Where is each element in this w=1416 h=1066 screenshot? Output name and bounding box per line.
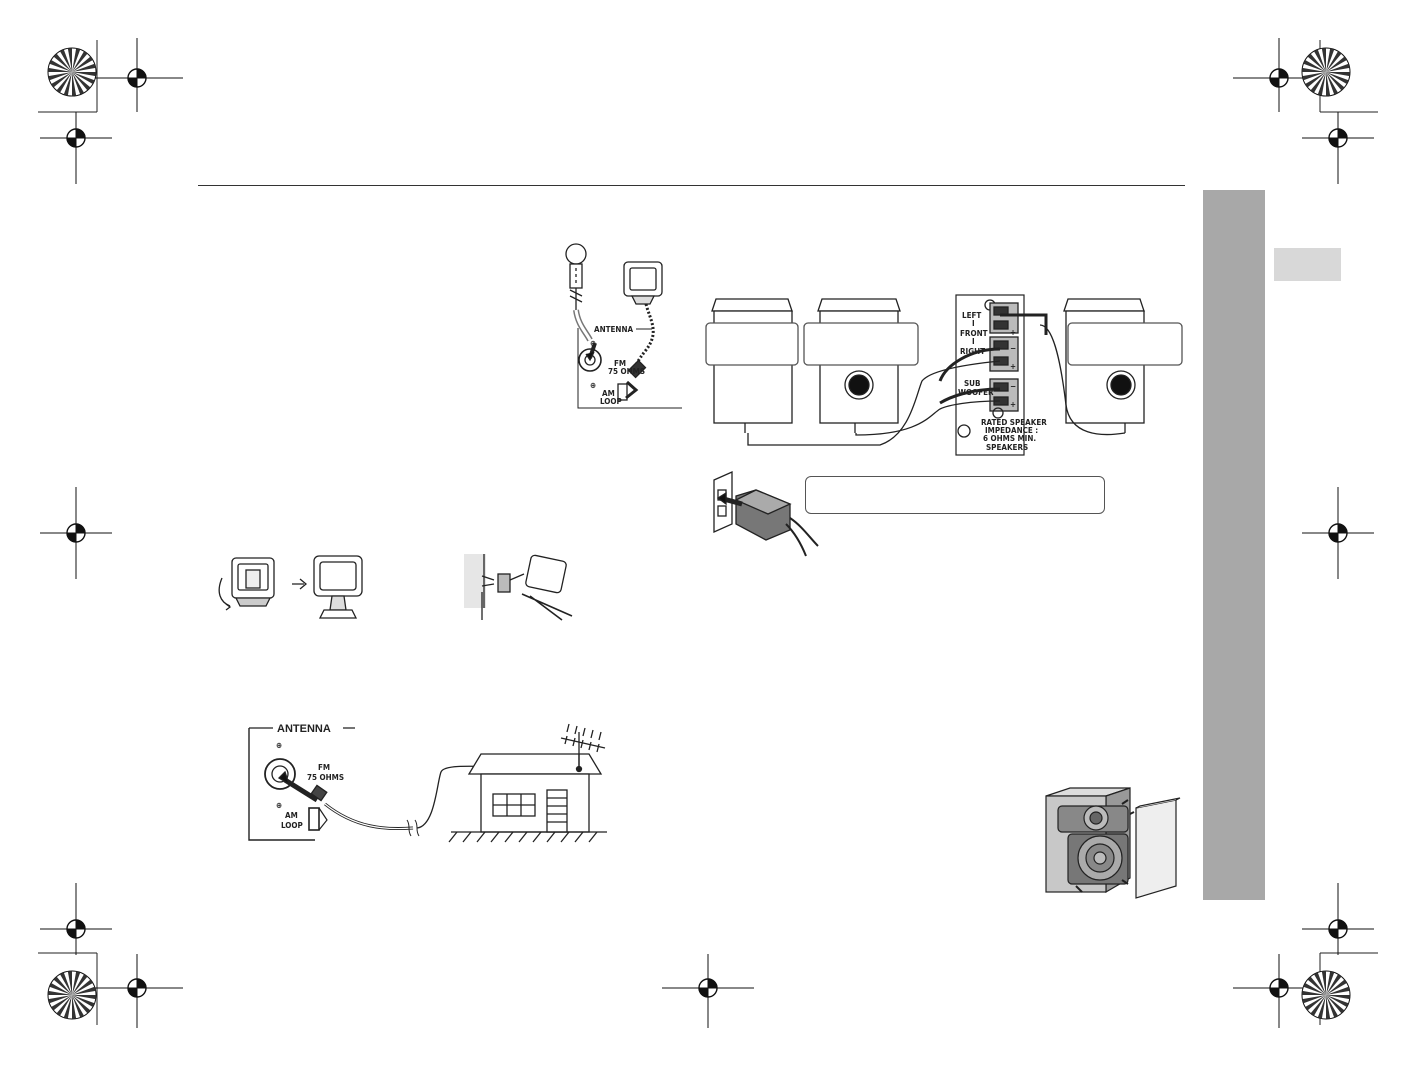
fm-ohms-label: 75 OHMS <box>307 773 344 782</box>
minus-sign: − <box>1010 310 1016 319</box>
starburst-target-icon <box>1301 47 1351 97</box>
starburst-target-icon <box>47 47 97 97</box>
fm-antenna-icon <box>565 243 593 342</box>
speaker-grille-figure <box>1045 787 1181 899</box>
ac-plug-figure <box>713 470 819 557</box>
antenna-label: ANTENNA <box>594 325 633 334</box>
am-loop-label: LOOP <box>281 821 303 830</box>
svg-text:I: I <box>972 319 975 328</box>
outdoor-antenna-icon <box>560 723 606 773</box>
arrow-icon <box>292 578 308 590</box>
terminal-right-label: RIGHT <box>960 347 985 356</box>
rated-speaker-label: RATED SPEAKER <box>981 418 1047 427</box>
speaker-icon <box>1045 787 1181 899</box>
side-section-marker <box>1274 248 1341 281</box>
power-outlet-callout <box>805 476 1105 514</box>
speaker-left-callout <box>705 322 799 366</box>
impedance-label: IMPEDANCE : <box>985 426 1038 435</box>
minus-sign: − <box>1010 344 1016 353</box>
terminal-sub-label: SUB <box>964 379 981 388</box>
minus-sign: − <box>1010 382 1016 391</box>
indoor-antenna-figure: ANTENNA ⊕ FM 75 OHMS ⊕ AM LOOP <box>565 243 682 409</box>
terminal-front-label: FRONT <box>960 329 988 338</box>
am-loop-label: LOOP <box>600 397 622 406</box>
speaker-icon <box>817 298 901 433</box>
starburst-target-icon <box>1301 970 1351 1020</box>
ac-plug-icon <box>713 470 819 557</box>
fm-label: FM <box>614 359 626 368</box>
starburst-target-icon <box>47 47 1351 1020</box>
plus-sign: + <box>1010 362 1016 371</box>
antenna-panel-title: ANTENNA <box>277 723 331 735</box>
ohms-min-label: 6 OHMS MIN. <box>983 434 1036 443</box>
am-loop-antenna-icon <box>623 261 663 375</box>
speaker-center-callout <box>803 322 919 366</box>
ground-symbol: ⊕ <box>276 801 282 810</box>
plus-sign: + <box>1010 400 1016 409</box>
registration-mark-icon <box>40 38 1374 1028</box>
ground-symbol: ⊕ <box>276 741 282 750</box>
speaker-icon <box>711 298 793 433</box>
side-section-tab <box>1203 190 1265 900</box>
terminal-left-label: LEFT <box>962 311 981 320</box>
svg-text:I: I <box>972 337 975 346</box>
speakers-label: SPEAKERS <box>986 443 1028 452</box>
power-outlet-callout-text <box>806 477 1104 493</box>
speaker-icon <box>1063 298 1145 433</box>
ground-symbol: ⊕ <box>590 381 596 390</box>
fm-ohms-label: 75 OHMS <box>608 367 645 376</box>
am-label: AM <box>602 389 615 398</box>
terminal-woofer-label: WOOFER <box>958 388 994 397</box>
am-label: AM <box>285 811 298 820</box>
house-icon <box>448 753 607 843</box>
speaker-connection-figure: LEFT I FRONT I RIGHT SUB WOOFER RATED SP… <box>705 294 1183 456</box>
fm-label: FM <box>318 763 330 772</box>
ground-symbol: ⊕ <box>590 339 596 348</box>
header-rule <box>198 185 1185 186</box>
plus-sign: + <box>1010 328 1016 337</box>
starburst-target-icon <box>47 970 97 1020</box>
outdoor-antenna-figure: ANTENNA ⊕ FM 75 OHMS ⊕ AM LOOP <box>248 723 607 843</box>
am-loop-antenna-icon <box>313 555 363 619</box>
arrow-icon <box>283 777 319 803</box>
speaker-right-callout <box>1067 322 1183 366</box>
am-loop-assembly-figure <box>218 554 573 621</box>
